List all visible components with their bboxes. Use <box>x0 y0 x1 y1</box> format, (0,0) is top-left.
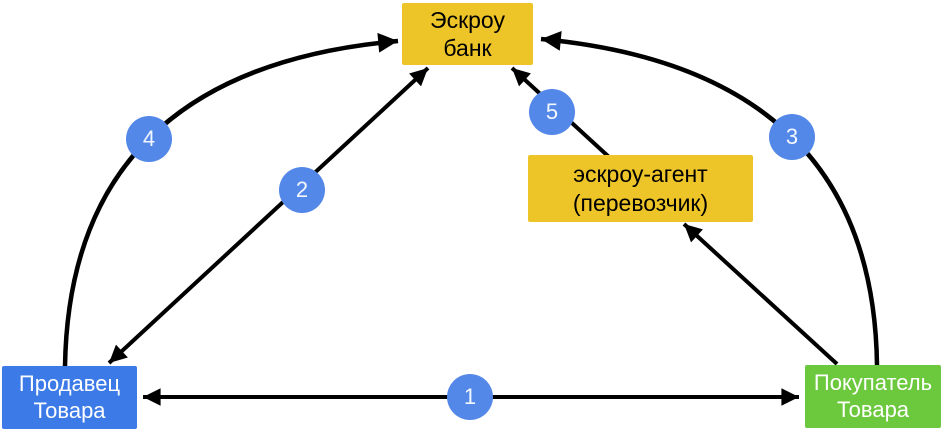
node-buyer: Покупатель Товара <box>805 365 941 428</box>
step-badge-1: 1 <box>447 374 493 420</box>
step-badge-5: 5 <box>529 89 575 135</box>
node-escrow-agent-label: эскроу-агент (перевозчик) <box>572 161 709 216</box>
node-seller: Продавец Товара <box>2 366 137 429</box>
step-badge-3: 3 <box>769 114 815 160</box>
node-escrow-agent: эскроу-агент (перевозчик) <box>528 155 753 222</box>
arrow-step-4-seller-bank <box>62 32 399 367</box>
node-escrow-bank-label: Эскроу банк <box>430 6 505 61</box>
arrow-step-2-seller-bank <box>107 66 430 365</box>
node-buyer-label: Покупатель Товара <box>813 369 933 422</box>
arrow-buyer-agent <box>682 222 839 366</box>
step-badge-2: 2 <box>279 167 325 213</box>
node-escrow-bank: Эскроу банк <box>402 3 533 65</box>
node-seller-label: Продавец Товара <box>18 370 121 423</box>
step-badge-4: 4 <box>126 116 172 162</box>
